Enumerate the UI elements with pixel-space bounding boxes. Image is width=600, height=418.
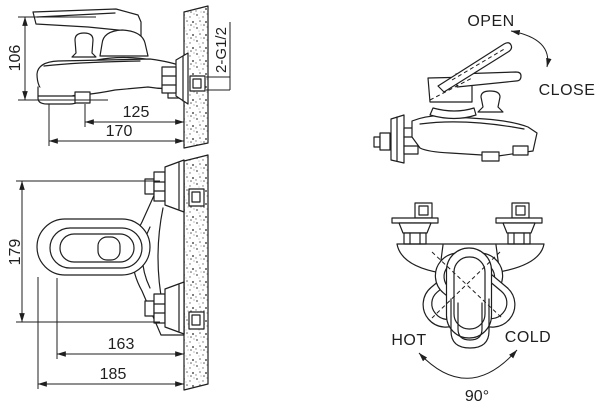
plan-view: 179 163 185 [7,154,209,391]
side-view-dimensions: 106 125 170 [7,16,185,146]
hot-label: HOT [391,332,426,349]
side-view: 2-G1/2 106 125 170 [7,5,231,149]
bottom-connector [144,281,185,335]
body-width-dimension-label: 163 [108,336,135,353]
open-label: OPEN [467,13,514,30]
cold-label: COLD [505,329,551,346]
faucet-perspective-drawing [373,42,538,164]
faucet-side-drawing [32,8,189,105]
rotation-view: HOT COLD 90° [391,202,551,405]
close-label: CLOSE [539,82,596,99]
thread-callout: 2-G1/2 [206,22,231,91]
rotation-arrow [418,349,518,379]
rotation-angle-label: 90° [465,388,489,405]
total-depth-dimension-label: 170 [106,123,133,140]
height-dimension-label: 106 [7,45,24,72]
wall-pipe-fitting-top [188,188,205,207]
lever-positions [422,247,516,339]
spout-depth-dimension-label: 125 [123,104,150,121]
thread-size-label: 2-G1/2 [213,27,230,73]
faucet-bottom-drawing [391,202,545,349]
span-dimension-label: 179 [7,239,24,266]
open-close-annotation: OPEN CLOSE [467,13,595,99]
open-close-arrow [510,29,552,68]
operation-view: OPEN CLOSE [373,13,595,164]
faucet-plan-drawing [36,159,185,336]
wall-section-plan [183,154,209,391]
top-connector [144,159,185,213]
wall-pipe-fitting-side [189,75,206,92]
right-connector [495,202,543,245]
total-width-dimension-label: 185 [100,366,127,383]
wall-pipe-fitting-bottom [188,311,205,330]
hot-cold-annotation: HOT COLD 90° [391,329,551,405]
plan-view-dimensions: 179 163 185 [7,180,185,389]
left-connector [391,202,439,245]
